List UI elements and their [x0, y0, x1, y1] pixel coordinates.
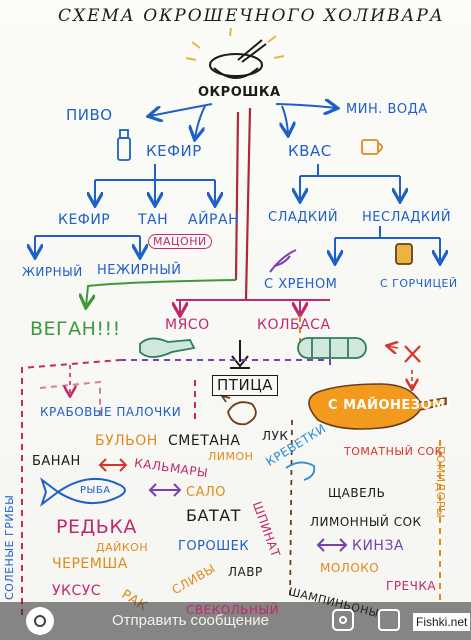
node-kefir: КЕФИР	[146, 142, 202, 160]
node-kefir-type: КЕФИР	[58, 212, 111, 228]
red-x-mark	[388, 346, 421, 388]
node-ryba: РЫБА	[80, 485, 111, 496]
node-griby: СОЛЕНЫЕ ГРИБЫ	[3, 494, 16, 600]
node-crab: КРАБОВЫЕ ПАЛОЧКИ	[40, 405, 182, 419]
node-lemon-juice: ЛИМОННЫЙ СОК	[310, 515, 422, 529]
node-banan: БАНАН	[32, 454, 81, 469]
node-pivo: ПИВО	[66, 106, 113, 124]
watermark: Fishki.net	[413, 613, 471, 631]
meat-branch	[176, 299, 330, 314]
node-matsoni: МАЦОНИ	[148, 234, 212, 249]
kvas-mug-icon	[361, 139, 383, 155]
banana-arrow	[98, 458, 128, 472]
node-kvas: КВАС	[288, 142, 332, 160]
meat-icon	[139, 337, 196, 358]
node-min-voda: МИН. ВОДА	[346, 102, 428, 117]
bird-icon	[219, 394, 257, 426]
node-cheremsha: ЧЕРЕМША	[52, 556, 128, 572]
node-s-gorchitsey: С ГОРЧИЦЕЙ	[380, 277, 458, 290]
top-branches	[35, 104, 440, 262]
send-message-input[interactable]: Отправить сообщение	[112, 612, 270, 629]
mustard-jar-icon	[395, 243, 413, 265]
node-s-hrenom: С ХРЕНОМ	[264, 277, 338, 292]
vegan-branch	[86, 279, 237, 306]
node-okroshka: ОКРОШКА	[198, 85, 281, 100]
node-bouillon: БУЛЬОН	[95, 433, 158, 449]
node-vegan: ВЕГАН!!!	[30, 318, 121, 340]
node-batat: БАТАТ	[186, 506, 241, 525]
node-sladky: СЛАДКИЙ	[268, 210, 339, 225]
node-moloko: МОЛОКО	[320, 561, 380, 575]
node-pomidory: ПОМИДОРЫ	[434, 446, 447, 519]
node-tan: ТАН	[138, 212, 169, 228]
node-myaso: МЯСО	[165, 317, 210, 333]
diagram-title: СХЕМА ОКРОШЕЧНОГО ХОЛИВАРА	[58, 6, 445, 26]
fish-arrow	[148, 483, 182, 497]
node-nezhirny: НЕЖИРНЫЙ	[97, 263, 182, 278]
bowl-icon	[209, 39, 267, 79]
node-limon: ЛИМОН	[208, 450, 254, 463]
kinza-arrow	[316, 538, 348, 552]
mayo-blob	[308, 383, 447, 430]
sausage-icon	[297, 337, 367, 359]
node-luk: ЛУК	[262, 429, 289, 443]
node-kolbasa: КОЛБАСА	[257, 317, 331, 333]
sun-rays-icon	[185, 27, 285, 61]
node-goroshek: ГОРОШЕК	[178, 539, 250, 554]
node-svekolny: СВЕКОЛЬНЫЙ	[186, 603, 280, 617]
node-redka: РЕДЬКА	[56, 516, 137, 538]
node-smetana: СМЕТАНА	[168, 433, 241, 449]
node-uksus: УКСУС	[52, 583, 102, 599]
node-nesladky: НЕСЛАДКИЙ	[362, 210, 452, 225]
camera-icon[interactable]	[26, 607, 54, 635]
horseradish-icon	[269, 249, 297, 273]
node-ptitsa: ПТИЦА	[212, 375, 279, 396]
node-shavel: ЩАВЕЛЬ	[328, 486, 386, 500]
node-kinza: КИНЗА	[352, 538, 404, 554]
node-tomato: ТОМАТНЫЙ СОК	[344, 445, 443, 458]
center-trunk	[234, 107, 252, 301]
node-grechka: ГРЕЧКА	[386, 579, 437, 593]
dashed-frames	[21, 316, 441, 615]
kefir-bottle-icon	[117, 129, 131, 161]
node-airan: АЙРАН	[188, 212, 240, 228]
gift-icon[interactable]	[378, 609, 400, 631]
node-zhirny: ЖИРНЫЙ	[22, 265, 83, 279]
node-daikon: ДАЙКОН	[96, 541, 149, 554]
fish-icon	[40, 477, 126, 507]
node-salo: САЛО	[186, 485, 226, 500]
message-bar: Отправить сообщение	[0, 602, 471, 640]
bird-arrow	[230, 340, 250, 369]
sticker-icon[interactable]	[332, 609, 354, 631]
node-mayo: С МАЙОНЕЗОМ!	[328, 398, 452, 413]
shrimp-icon	[285, 461, 316, 481]
node-lavr: ЛАВР	[228, 565, 263, 579]
